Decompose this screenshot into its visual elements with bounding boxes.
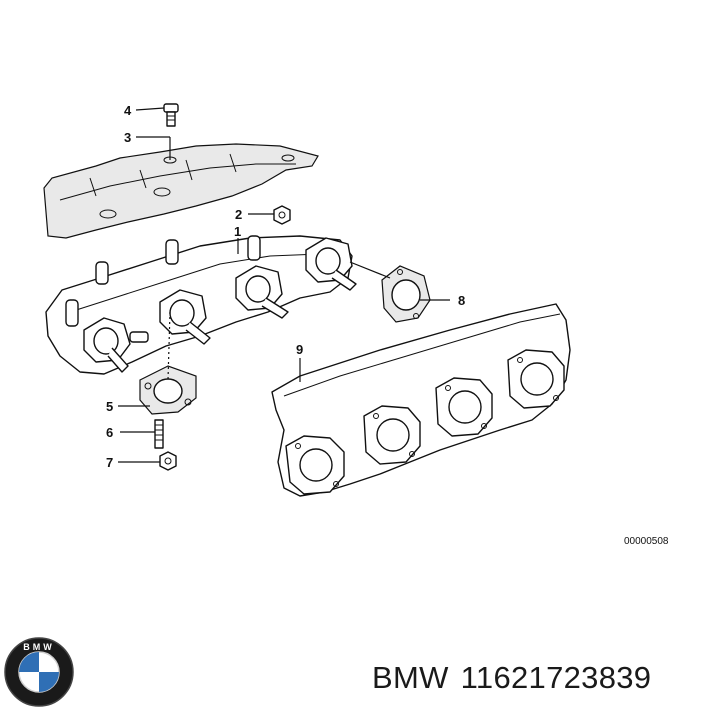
gasket-port-1 — [285, 435, 345, 495]
svg-text:BMW: BMW — [23, 642, 55, 652]
manifold-outlet-2 — [159, 289, 211, 345]
callout-7: 7 — [106, 455, 113, 470]
part-caption: BMW 11621723839 — [372, 660, 663, 696]
part-number: 11621723839 — [460, 660, 652, 695]
manifold-outlet-4 — [305, 237, 357, 291]
callout-9: 9 — [296, 342, 303, 357]
exhaust-manifold-part — [45, 235, 357, 375]
callout-3: 3 — [124, 130, 131, 145]
gasket-port-4 — [507, 349, 565, 409]
nut-part — [273, 205, 291, 225]
heat-shield-part — [43, 143, 319, 239]
callout-2: 2 — [235, 207, 242, 222]
callout-8: 8 — [458, 293, 465, 308]
diagram-reference-code: 00000508 — [624, 536, 669, 547]
manifold-gasket-plate-part — [271, 303, 571, 497]
leader-4 — [135, 107, 165, 111]
manifold-outlet-1 — [83, 317, 131, 373]
leader-8b — [349, 261, 391, 279]
gasket-port-3 — [435, 377, 493, 437]
flange-gasket-part — [139, 365, 197, 415]
callout-6: 6 — [106, 425, 113, 440]
brand-name: BMW — [372, 660, 449, 695]
manifold-outlet-3 — [235, 265, 289, 319]
leader-stud-axis — [167, 311, 171, 381]
single-port-gasket-part — [381, 265, 431, 323]
bmw-roundel-logo: BMW — [4, 637, 74, 707]
gasket-port-2 — [363, 405, 421, 465]
stud-part — [154, 419, 164, 449]
callout-4: 4 — [124, 103, 132, 118]
bolt-part — [163, 103, 179, 127]
lower-nut-part — [159, 451, 177, 471]
callout-5: 5 — [106, 399, 113, 414]
callout-1: 1 — [234, 224, 241, 239]
leader-lines — [118, 107, 450, 463]
